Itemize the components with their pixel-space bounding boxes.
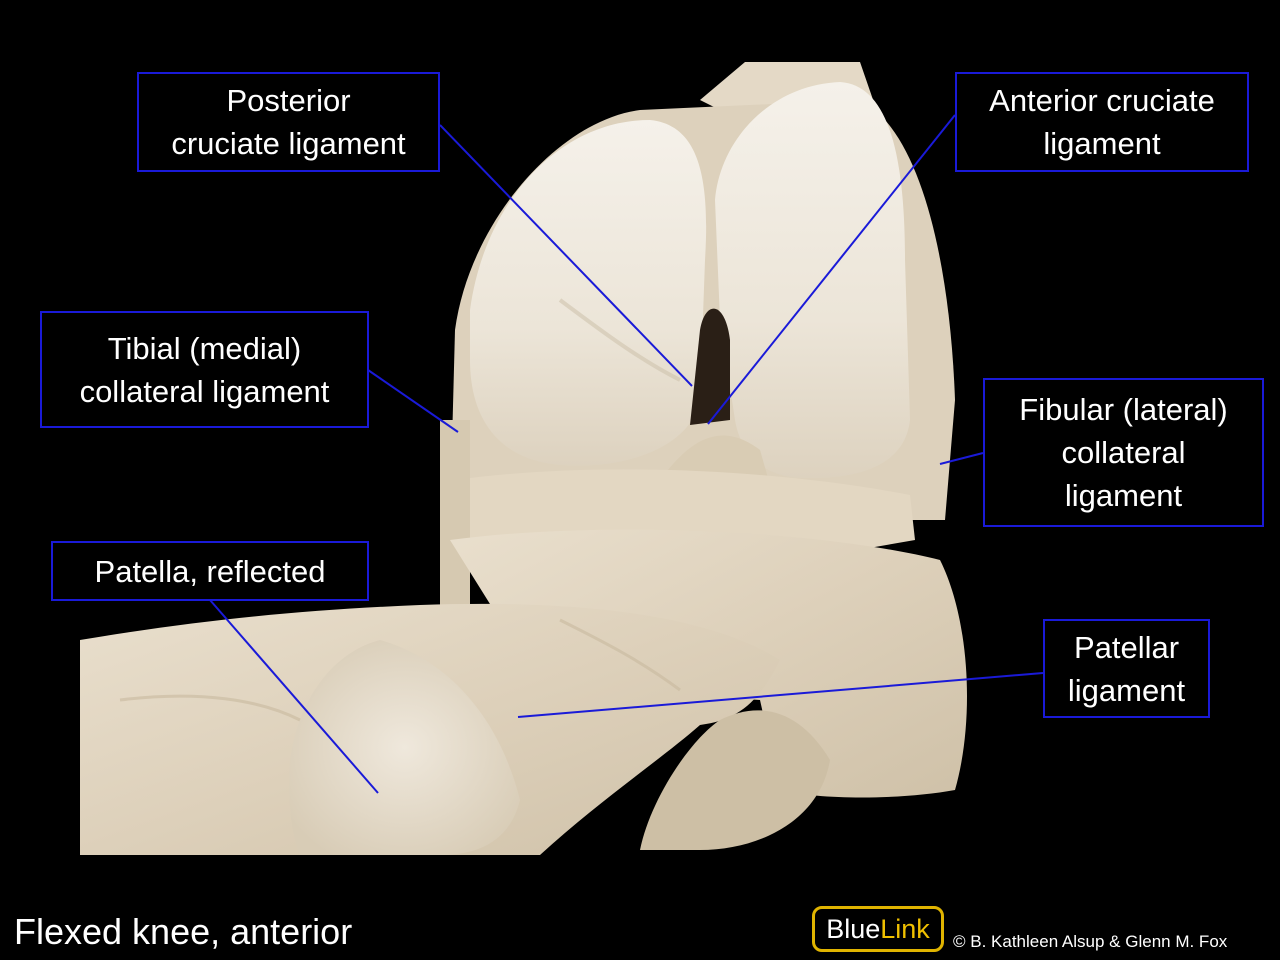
logo-text-link: Link: [880, 913, 930, 944]
label-anterior-cruciate-text: Anterior cruciate ligament: [989, 83, 1215, 161]
label-patellar-ligament: Patellar ligament: [1043, 619, 1210, 718]
label-posterior-cruciate-ligament: Posterior cruciate ligament: [137, 72, 440, 172]
copyright-notice: © B. Kathleen Alsup & Glenn M. Fox: [953, 932, 1228, 951]
label-patella-reflected-text: Patella, reflected: [94, 553, 326, 589]
label-fibular-collateral-text: Fibular (lateral) collateral ligament: [1019, 392, 1228, 513]
figure-caption: Flexed knee, anterior: [14, 911, 353, 952]
label-anterior-cruciate-ligament: Anterior cruciate ligament: [955, 72, 1249, 172]
label-tibial-collateral-text: Tibial (medial) collateral ligament: [79, 330, 330, 409]
label-patella-reflected: Patella, reflected: [51, 541, 369, 601]
label-tibial-collateral-ligament: Tibial (medial) collateral ligament: [40, 311, 369, 428]
label-fibular-collateral-ligament: Fibular (lateral) collateral ligament: [983, 378, 1264, 527]
label-posterior-cruciate-text: Posterior cruciate ligament: [171, 83, 406, 161]
label-patellar-ligament-text: Patellar ligament: [1067, 629, 1186, 708]
logo-text-blue: Blue: [826, 913, 881, 944]
